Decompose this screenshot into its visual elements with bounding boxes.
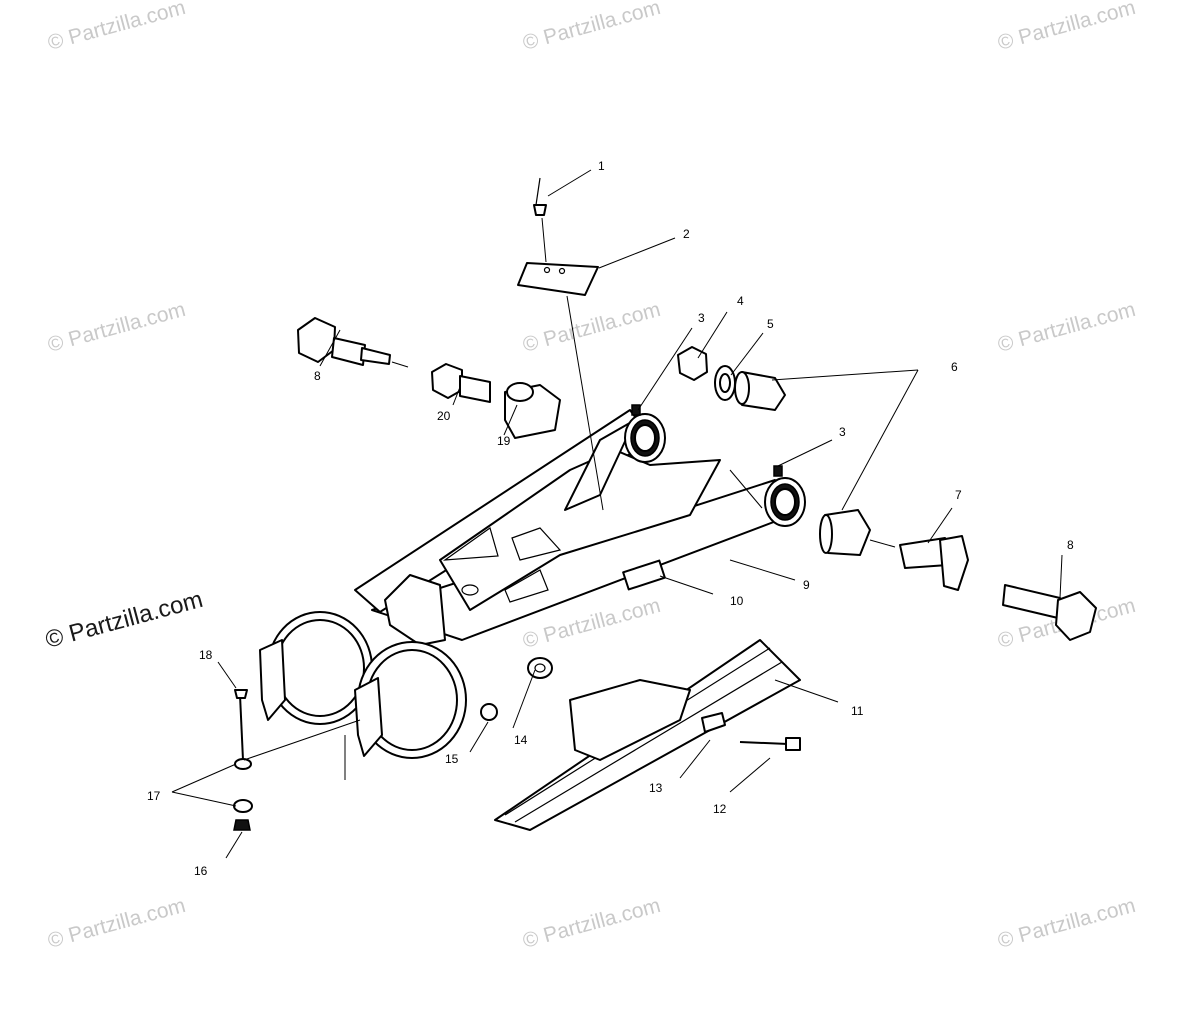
left-pivot-hardware (297, 317, 561, 439)
callout-11: 11 (851, 704, 864, 718)
watermark: © Partzilla.com (45, 0, 188, 55)
callout-8: 8 (314, 369, 321, 383)
callout-19: 19 (497, 434, 511, 448)
watermark-primary: © Partzilla.com (43, 586, 206, 654)
callout-14: 14 (514, 733, 528, 747)
callout-8: 8 (1067, 538, 1074, 552)
callout-20: 20 (437, 409, 451, 423)
callout-3: 3 (698, 311, 705, 325)
callout-18: 18 (199, 648, 213, 662)
bolt-and-plate (517, 177, 604, 511)
watermark: © Partzilla.com (995, 894, 1138, 953)
chain-guard (494, 639, 801, 831)
callout-12: 12 (713, 802, 727, 816)
right-pivot-hardware (677, 346, 1097, 641)
watermark: © Partzilla.com (520, 298, 663, 357)
callout-2: 2 (683, 227, 690, 241)
watermark: © Partzilla.com (45, 298, 188, 357)
callout-10: 10 (730, 594, 744, 608)
callout-16: 16 (194, 864, 208, 878)
callout-9: 9 (803, 578, 810, 592)
callout-15: 15 (445, 752, 459, 766)
callout-17: 17 (147, 789, 161, 803)
watermark: © Partzilla.com (995, 0, 1138, 55)
leader-lines (171, 169, 1063, 859)
callout-7: 7 (955, 488, 962, 502)
callout-13: 13 (649, 781, 663, 795)
watermark: © Partzilla.com (995, 298, 1138, 357)
callout-6: 6 (951, 360, 958, 374)
callouts: 1 2 3 3 4 5 6 7 8 8 9 10 11 12 13 14 15 … (147, 159, 1074, 878)
watermark: © Partzilla.com (45, 894, 188, 953)
small-hardware (233, 689, 801, 831)
watermark: © Partzilla.com (520, 894, 663, 953)
swing-arm (259, 404, 806, 759)
watermark: © Partzilla.com (520, 0, 663, 55)
callout-5: 5 (767, 317, 774, 331)
callout-1: 1 (598, 159, 605, 173)
callout-4: 4 (737, 294, 744, 308)
callout-3: 3 (839, 425, 846, 439)
